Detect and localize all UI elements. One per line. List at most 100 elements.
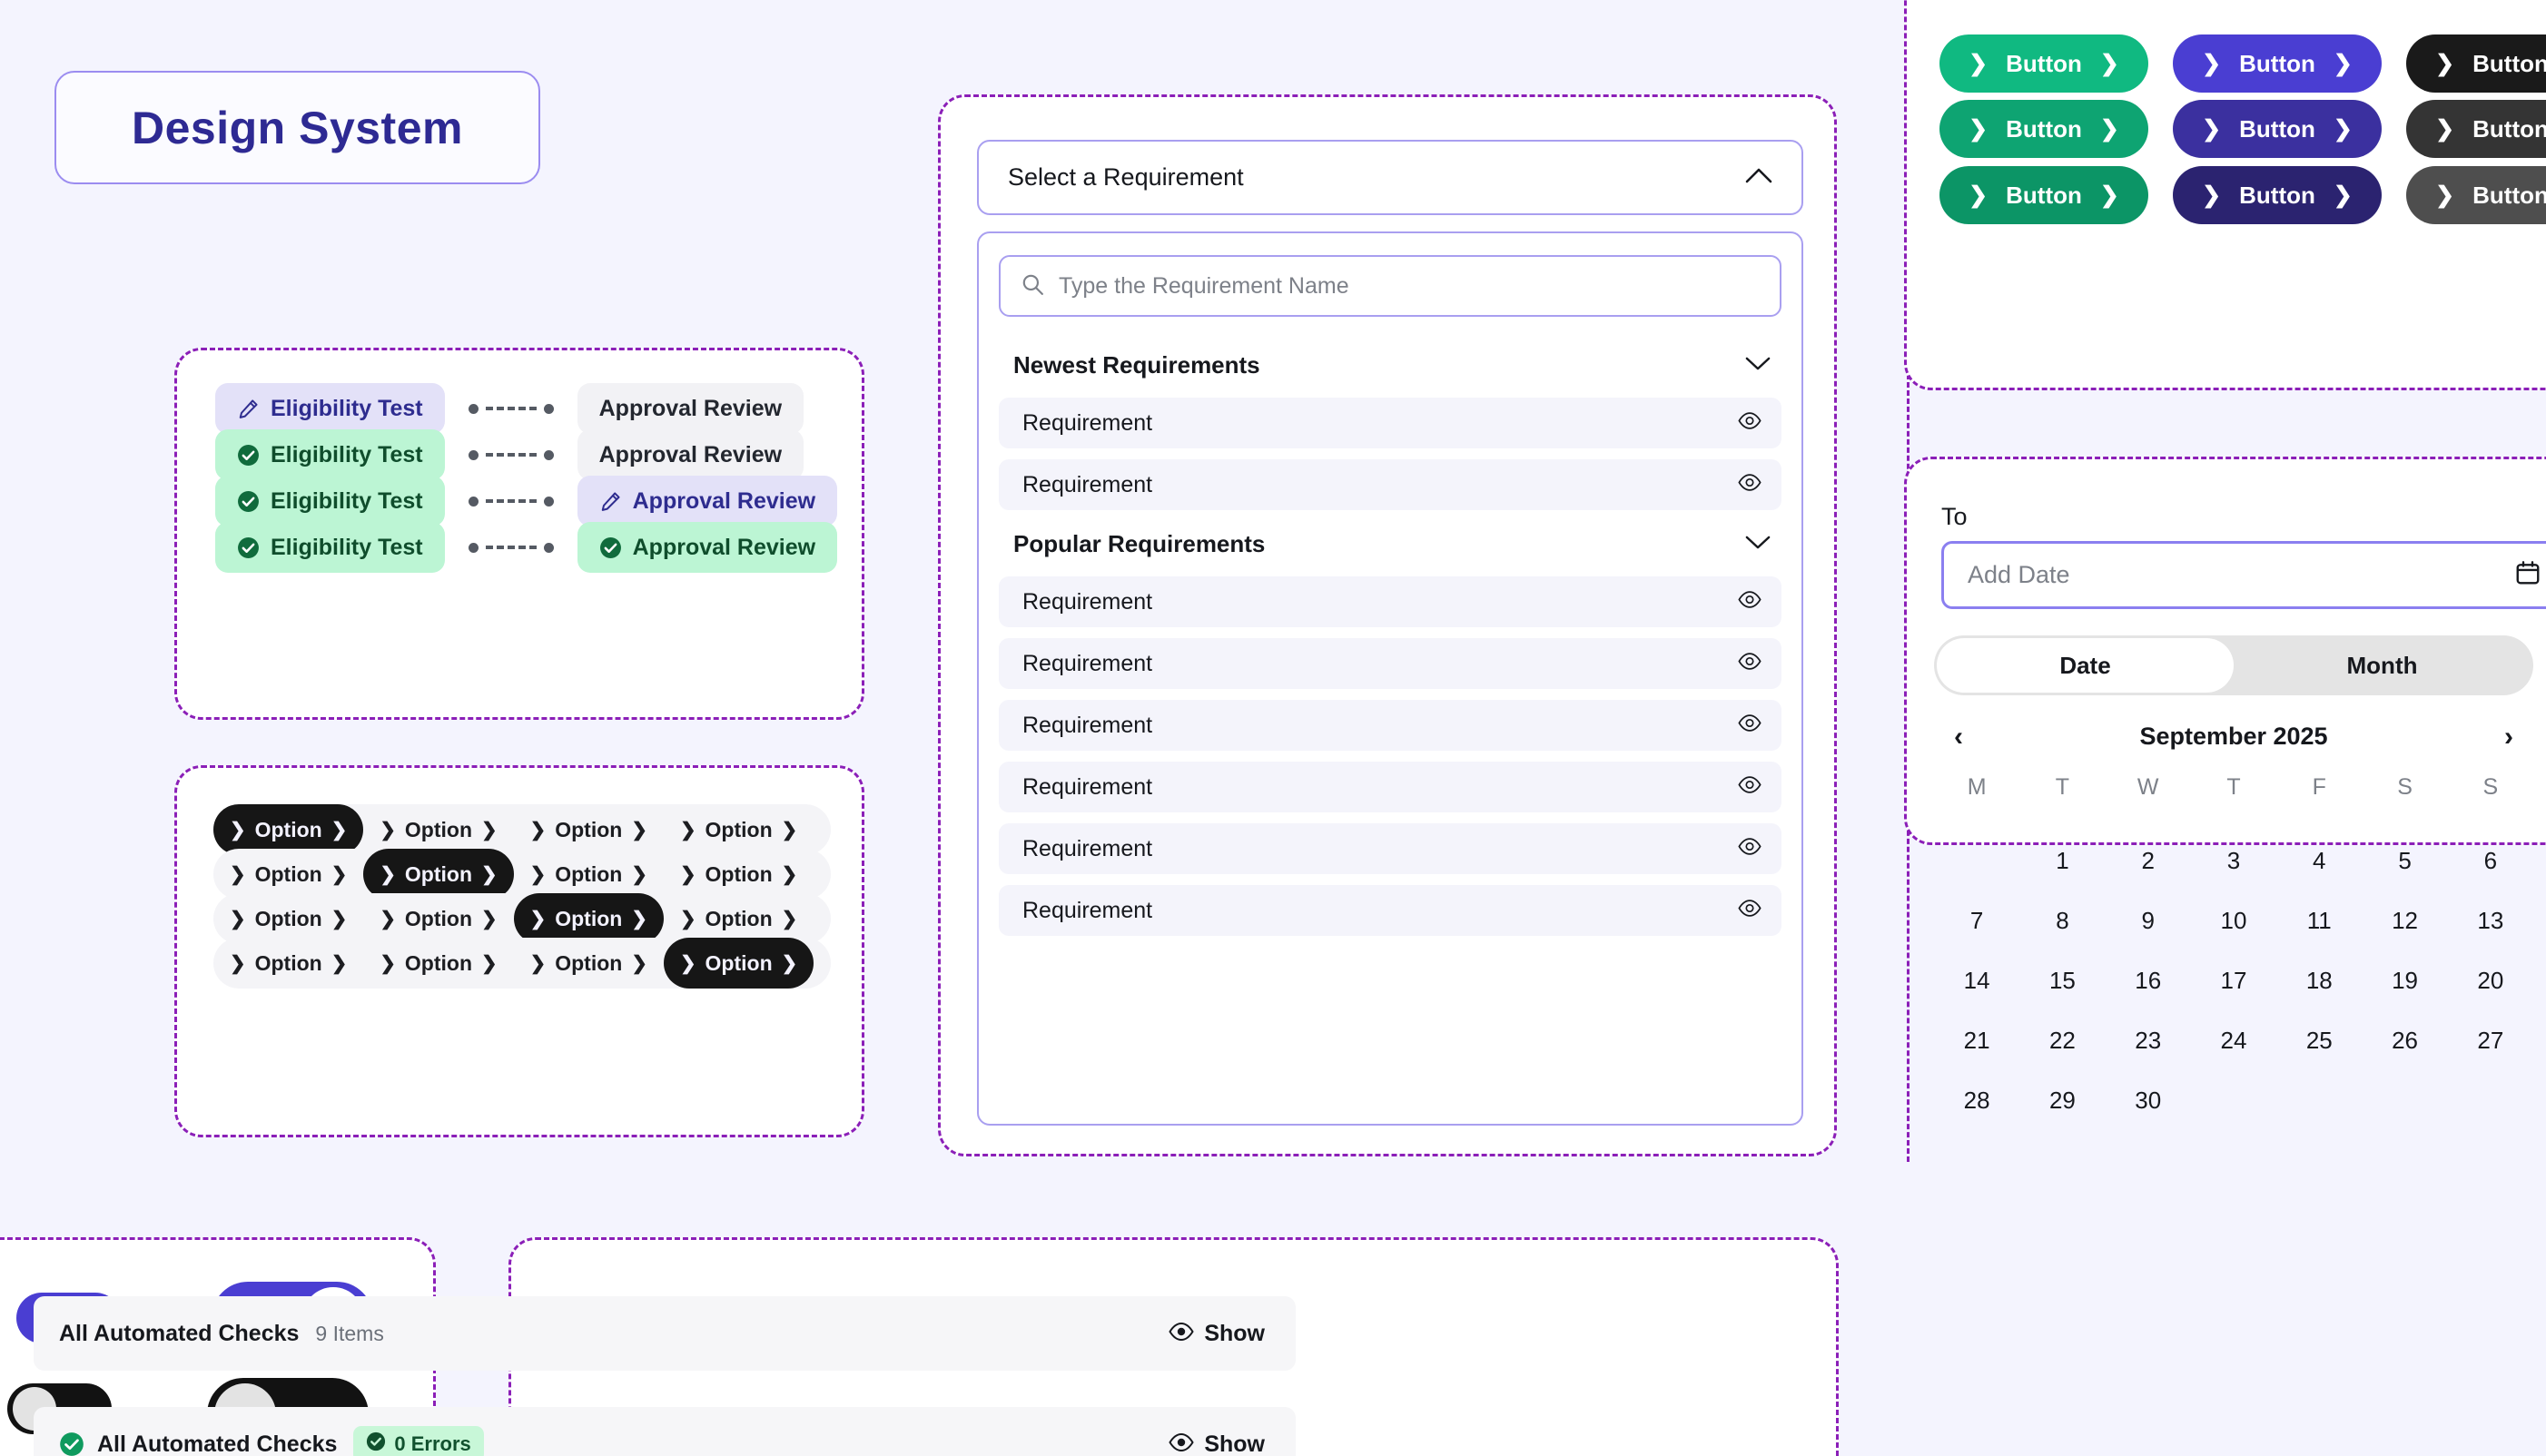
calendar-day[interactable]: 19 xyxy=(2392,967,2419,994)
button-green[interactable]: ❯Button❯ xyxy=(1939,100,2148,158)
calendar-day[interactable]: 25 xyxy=(2305,1027,2333,1054)
chevron-up-icon[interactable] xyxy=(1745,167,1772,188)
calendar-day[interactable]: 8 xyxy=(2056,907,2069,934)
step-pill-complete[interactable]: Eligibility Test xyxy=(215,476,445,526)
calendar-day[interactable]: 16 xyxy=(2135,967,2162,994)
chevron-right-icon[interactable]: › xyxy=(2504,721,2513,752)
show-toggle[interactable]: Show xyxy=(1169,1321,1265,1347)
eye-icon[interactable] xyxy=(1738,474,1761,496)
calendar-day[interactable]: 5 xyxy=(2398,847,2412,874)
chevron-right-icon: ❯ xyxy=(2202,50,2222,76)
chevron-down-icon[interactable] xyxy=(1745,356,1771,376)
check-row[interactable]: All Automated Checks 9 Items Show xyxy=(34,1296,1296,1371)
step-pill-complete[interactable]: Approval Review xyxy=(577,522,838,573)
calendar-day[interactable]: 23 xyxy=(2135,1027,2162,1054)
segment-month[interactable]: Month xyxy=(2346,651,2418,679)
segment-date[interactable]: Date xyxy=(1937,638,2234,693)
calendar-day[interactable]: 6 xyxy=(2483,847,2498,874)
calendar-day[interactable]: 20 xyxy=(2477,967,2504,994)
button-green[interactable]: ❯Button❯ xyxy=(1939,34,2148,93)
date-month-segmented-control[interactable]: Date Month xyxy=(1934,635,2533,695)
option-chip[interactable]: ❯Option❯ xyxy=(514,938,664,989)
requirement-list-item[interactable]: Requirement xyxy=(999,700,1781,751)
calendar-day[interactable]: 21 xyxy=(1963,1027,1990,1054)
requirement-list-item[interactable]: Requirement xyxy=(999,398,1781,448)
requirement-select-trigger[interactable]: Select a Requirement xyxy=(977,140,1803,215)
option-chip[interactable]: ❯Option❯ xyxy=(363,893,513,944)
option-chip[interactable]: ❯Option❯ xyxy=(664,804,814,855)
option-chip[interactable]: ❯Option❯ xyxy=(363,804,513,855)
button-purple[interactable]: ❯Button❯ xyxy=(2173,34,2382,93)
eye-icon[interactable] xyxy=(1738,714,1761,736)
eye-icon[interactable] xyxy=(1738,900,1761,921)
step-pill-complete[interactable]: Eligibility Test xyxy=(215,429,445,480)
chevron-right-icon: ❯ xyxy=(2333,50,2353,76)
calendar-day[interactable]: 30 xyxy=(2135,1087,2162,1114)
calendar-icon[interactable] xyxy=(2514,559,2541,591)
requirement-list-item[interactable]: Requirement xyxy=(999,885,1781,936)
option-chip[interactable]: ❯Option❯ xyxy=(514,849,664,900)
calendar-day[interactable]: 9 xyxy=(2141,907,2155,934)
step-pill-inactive[interactable]: Approval Review xyxy=(577,429,804,480)
option-chip-selected[interactable]: ❯Option❯ xyxy=(663,938,814,989)
requirement-search-box[interactable] xyxy=(999,255,1781,317)
calendar-day[interactable]: 24 xyxy=(2220,1027,2247,1054)
requirement-list-item[interactable]: Requirement xyxy=(999,459,1781,510)
calendar-day[interactable]: 3 xyxy=(2226,847,2241,874)
button-green[interactable]: ❯Button❯ xyxy=(1939,166,2148,224)
option-chip[interactable]: ❯Option❯ xyxy=(213,849,363,900)
button-dark[interactable]: ❯Button❯ xyxy=(2406,100,2546,158)
calendar-day[interactable]: 29 xyxy=(2048,1087,2076,1114)
chevron-left-icon[interactable]: ‹ xyxy=(1954,721,1963,752)
option-chip-selected[interactable]: ❯Option❯ xyxy=(213,804,364,855)
calendar-day[interactable]: 7 xyxy=(1969,907,1984,934)
option-chip[interactable]: ❯Option❯ xyxy=(514,804,664,855)
button-dark[interactable]: ❯Button❯ xyxy=(2406,166,2546,224)
date-input-field[interactable]: Add Date xyxy=(1941,541,2546,609)
eye-icon[interactable] xyxy=(1738,838,1761,860)
calendar-day[interactable]: 18 xyxy=(2305,967,2333,994)
calendar-day[interactable]: 4 xyxy=(2313,847,2326,874)
option-chip-selected[interactable]: ❯Option❯ xyxy=(363,849,514,900)
calendar-day[interactable]: 12 xyxy=(2392,907,2419,934)
option-chip[interactable]: ❯Option❯ xyxy=(213,938,363,989)
eye-icon[interactable] xyxy=(1738,776,1761,798)
step-pill-active[interactable]: Eligibility Test xyxy=(215,383,445,434)
option-chip[interactable]: ❯Option❯ xyxy=(213,893,363,944)
button-purple[interactable]: ❯Button❯ xyxy=(2173,100,2382,158)
step-pill-active[interactable]: Approval Review xyxy=(577,476,838,526)
chevron-down-icon[interactable] xyxy=(1745,535,1771,555)
search-input[interactable] xyxy=(1059,272,1760,300)
step-pill-inactive[interactable]: Approval Review xyxy=(577,383,804,434)
requirement-group-header[interactable]: Newest Requirements xyxy=(999,342,1781,389)
requirement-list-item[interactable]: Requirement xyxy=(999,576,1781,627)
option-chip[interactable]: ❯Option❯ xyxy=(664,849,814,900)
option-chip-selected[interactable]: ❯Option❯ xyxy=(513,893,664,944)
calendar-day[interactable]: 11 xyxy=(2306,907,2332,934)
eye-icon[interactable] xyxy=(1738,412,1761,434)
calendar-day[interactable]: 22 xyxy=(2048,1027,2076,1054)
calendar-day[interactable]: 13 xyxy=(2477,907,2504,934)
calendar-day[interactable]: 27 xyxy=(2477,1027,2504,1054)
eye-icon[interactable] xyxy=(1738,591,1761,613)
check-row[interactable]: All Automated Checks 0 Errors Show xyxy=(34,1407,1296,1456)
button-dark[interactable]: ❯Button❯ xyxy=(2406,34,2546,93)
calendar-day[interactable]: 2 xyxy=(2141,847,2155,874)
calendar-day[interactable]: 15 xyxy=(2048,967,2076,994)
calendar-day[interactable]: 1 xyxy=(2056,847,2069,874)
requirement-list-item[interactable]: Requirement xyxy=(999,638,1781,689)
eye-icon[interactable] xyxy=(1738,653,1761,674)
calendar-day[interactable]: 28 xyxy=(1963,1087,1990,1114)
calendar-day[interactable]: 17 xyxy=(2220,967,2247,994)
step-pill-complete[interactable]: Eligibility Test xyxy=(215,522,445,573)
requirement-group-header[interactable]: Popular Requirements xyxy=(999,521,1781,567)
option-chip[interactable]: ❯Option❯ xyxy=(363,938,513,989)
button-purple[interactable]: ❯Button❯ xyxy=(2173,166,2382,224)
option-chip[interactable]: ❯Option❯ xyxy=(664,893,814,944)
calendar-day[interactable]: 26 xyxy=(2392,1027,2419,1054)
show-toggle[interactable]: Show xyxy=(1169,1431,1265,1456)
calendar-day[interactable]: 10 xyxy=(2220,907,2247,934)
requirement-list-item[interactable]: Requirement xyxy=(999,762,1781,812)
requirement-list-item[interactable]: Requirement xyxy=(999,823,1781,874)
calendar-day[interactable]: 14 xyxy=(1963,967,1990,994)
